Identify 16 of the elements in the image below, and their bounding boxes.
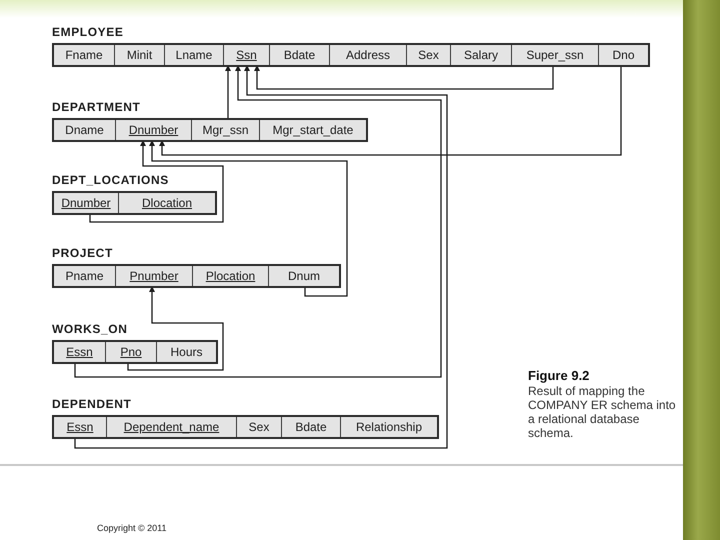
reference-arrow bbox=[74, 65, 448, 449]
table-name: DEPARTMENT bbox=[52, 99, 140, 115]
table-name: DEPENDENT bbox=[52, 396, 132, 412]
copyright-note: Copyright © 2011 bbox=[97, 523, 167, 534]
table-name: PROJECT bbox=[52, 245, 113, 261]
table-name: EMPLOYEE bbox=[52, 24, 124, 40]
reference-arrow bbox=[149, 140, 348, 297]
reference-arrow bbox=[89, 140, 224, 223]
reference-arrow bbox=[225, 65, 231, 120]
reference-arrow bbox=[127, 286, 224, 371]
reference-arrow bbox=[159, 65, 622, 156]
table-name: DEPT_LOCATIONS bbox=[52, 172, 169, 188]
figure-caption: Figure 9.2 Result of mapping the COMPANY ER schema into a relational database schema. bbox=[528, 368, 677, 440]
reference-arrow bbox=[74, 65, 442, 378]
table-name: WORKS_ON bbox=[52, 321, 128, 337]
reference-arrow bbox=[254, 65, 554, 90]
